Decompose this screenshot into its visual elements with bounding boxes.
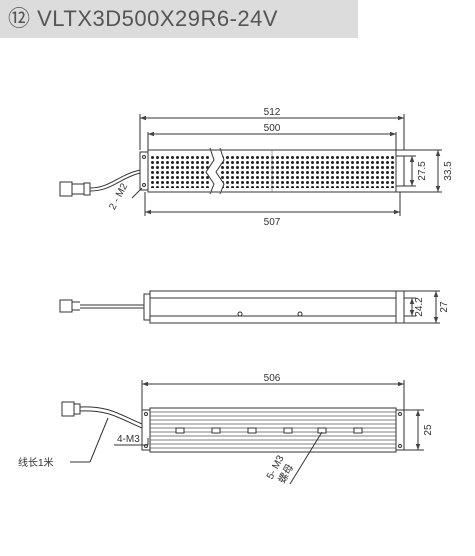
screw-hole-icon	[398, 444, 402, 448]
dim-507-label: 507	[264, 217, 281, 228]
nut-slots	[175, 427, 363, 434]
side-view	[59, 290, 440, 324]
leader-line	[89, 417, 109, 463]
title-bar: ⑫ VLTX3D500X29R6-24V	[0, 0, 358, 38]
dim-512-label: 512	[264, 107, 281, 118]
dim-27-5-label: 27.5	[417, 161, 428, 181]
break-line	[215, 147, 225, 195]
side-view-body	[149, 290, 405, 324]
led-array-right	[220, 154, 394, 188]
model-title: ⑫ VLTX3D500X29R6-24V	[8, 6, 279, 31]
screw-label-4-m3: 4-M3	[117, 434, 140, 445]
screw-hole-icon	[142, 155, 146, 159]
side-view-labels: 24.2 27	[414, 297, 450, 317]
screw-hole-icon	[144, 412, 148, 416]
dim-24-2-label: 24.2	[414, 297, 425, 317]
dim-500-label: 500	[264, 123, 281, 134]
cable-length-label: 线长1米	[18, 456, 54, 469]
dim-33-5-label: 33.5	[443, 161, 454, 181]
bottom-view	[61, 380, 424, 485]
top-view	[59, 114, 442, 216]
bottom-view-connector	[61, 401, 143, 429]
dim-25-label: 25	[423, 424, 434, 436]
dim-506-label: 506	[264, 373, 281, 384]
break-line	[205, 147, 215, 195]
side-view-connector	[59, 299, 144, 313]
led-array-left	[150, 154, 210, 188]
screw-hole-icon	[398, 412, 402, 416]
leader-line	[131, 187, 143, 199]
top-view-connector	[59, 169, 141, 197]
screw-hole-icon	[142, 183, 146, 187]
screw-hole-icon	[237, 311, 243, 317]
top-view-endcap-left	[139, 151, 149, 191]
dim-27-label: 27	[439, 301, 450, 313]
leader-line	[289, 431, 323, 485]
screw-hole-icon	[297, 311, 303, 317]
